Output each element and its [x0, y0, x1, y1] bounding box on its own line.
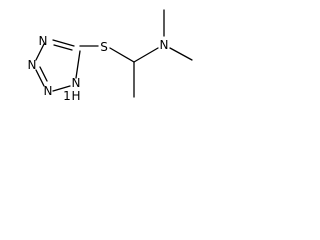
bond-ch-n: [133, 47, 159, 63]
molecule-structure: N N N N H 1 S N: [28, 9, 193, 103]
bond-c5-n4: [52, 39, 75, 47]
structure-diagram: N N N N H 1 S N: [0, 0, 212, 119]
bond-n4-n3: [35, 43, 45, 61]
atom-label-amine-n: N: [160, 38, 169, 52]
bond-s-ch: [109, 47, 135, 63]
atom-label-n4: N: [39, 34, 48, 48]
bond-n2-n1: [52, 85, 71, 92]
atom-label-n2: N: [44, 84, 53, 98]
bond-n-methyl-right: [169, 47, 193, 61]
bond-c5-n4-double: [53, 44, 73, 51]
atom-label-sulfur: S: [100, 40, 108, 54]
bond-n3-n2: [35, 69, 45, 87]
atom-label-n3: N: [28, 58, 37, 72]
atom-label-h: H: [71, 89, 80, 103]
bond-n3-n2-double: [39, 66, 48, 82]
tetrazole-ring: [35, 39, 81, 92]
atom-label-locant-1: 1: [63, 89, 71, 103]
atom-label-n1: N: [72, 76, 81, 90]
bond-n1-c5: [75, 50, 81, 79]
